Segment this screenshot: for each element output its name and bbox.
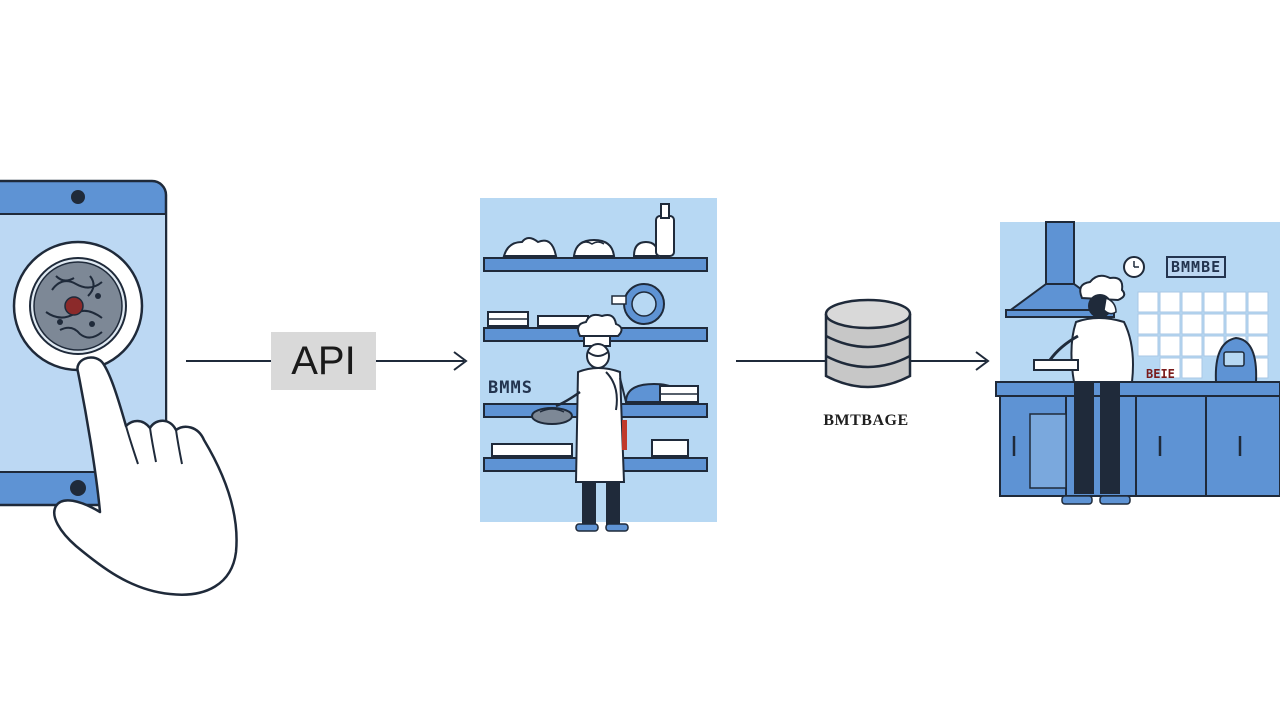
database-cylinder-icon xyxy=(824,298,912,389)
chef-icon xyxy=(531,313,629,532)
database-label: BMTBAGE xyxy=(823,412,909,429)
kettle-icon xyxy=(1214,336,1258,383)
api-label: API xyxy=(271,332,376,390)
kitchen-cabinets xyxy=(999,395,1280,497)
tapping-hand-icon xyxy=(53,356,238,596)
arrow-api-to-pantry xyxy=(376,351,468,371)
arrow-database-to-kitchen xyxy=(910,351,990,371)
kitchen-counter-sign: BEIE xyxy=(1146,367,1175,381)
pantry-shelf-sign: BMMS xyxy=(488,378,533,398)
kitchen-wall-sign: BMMBE xyxy=(1166,256,1227,278)
cooking-chef-icon xyxy=(1033,274,1134,505)
pizza-icon xyxy=(12,240,144,372)
